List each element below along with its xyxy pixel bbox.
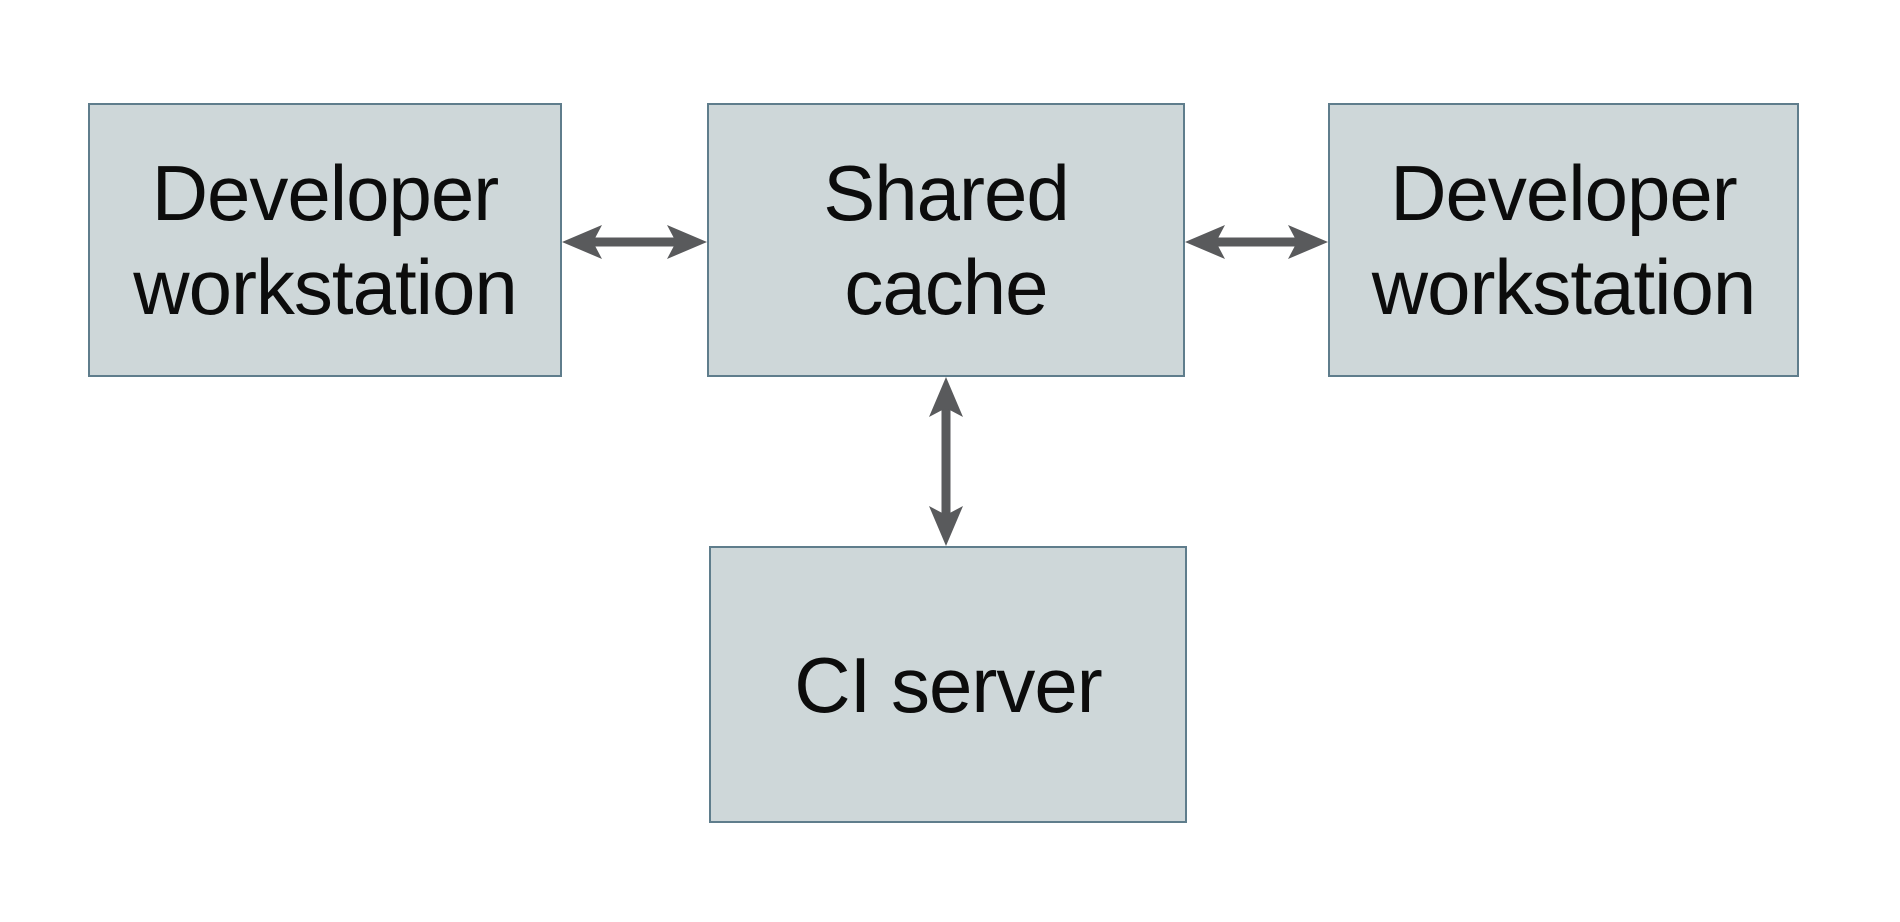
node-developer-workstation-right: Developer workstation — [1328, 103, 1799, 377]
node-label-line: Developer — [151, 149, 500, 237]
node-label-line: CI server — [794, 640, 1102, 729]
node-developer-workstation-left: Developer workstation — [88, 103, 562, 377]
double-arrow-cache-ci-server — [929, 377, 963, 546]
double-arrow-cache-right-workstation — [1185, 225, 1328, 259]
node-label-line: cache — [844, 243, 1048, 331]
node-label-line: workstation — [1371, 243, 1756, 331]
double-arrow-left-workstation-cache — [562, 225, 707, 259]
node-ci-server: CI server — [709, 546, 1187, 823]
node-label-line: workstation — [133, 243, 517, 331]
node-label-line: Developer — [1390, 149, 1738, 237]
node-shared-cache: Shared cache — [707, 103, 1185, 377]
node-label-line: Shared — [823, 149, 1070, 237]
